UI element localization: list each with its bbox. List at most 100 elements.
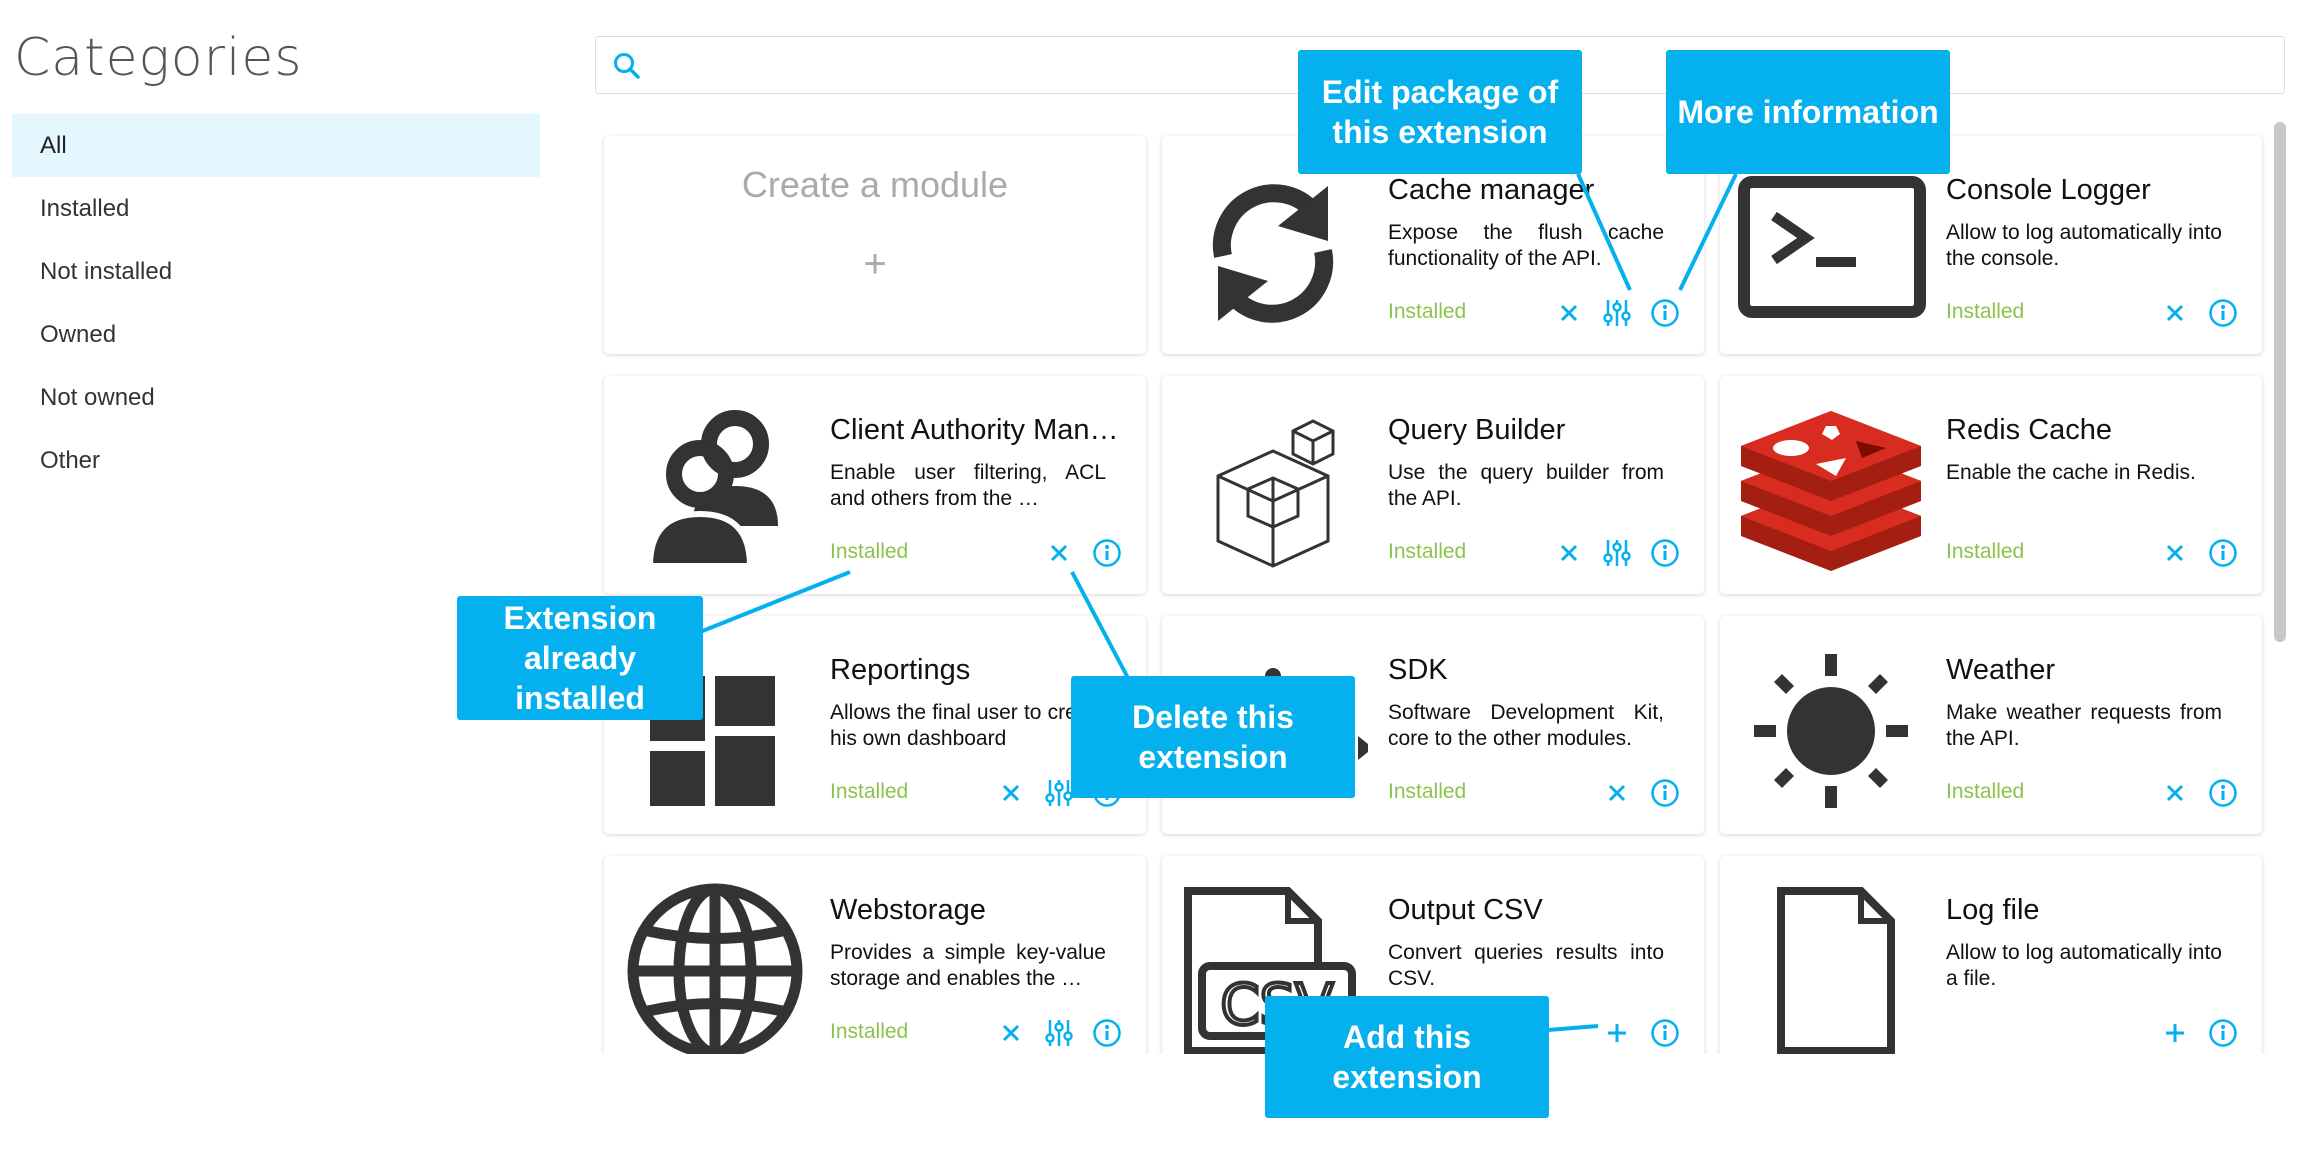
delete-button[interactable] xyxy=(2158,536,2192,570)
extension-card: Webstorage Provides a simple key-value s… xyxy=(604,856,1146,1054)
close-icon xyxy=(2166,304,2184,322)
category-list: All Installed Not installed Owned Not ow… xyxy=(12,114,540,492)
cubes-icon xyxy=(1216,419,1335,568)
file-icon xyxy=(1777,887,1895,1054)
extension-description: Enable the cache in Redis. xyxy=(1946,461,2196,484)
close-icon xyxy=(1002,784,1020,802)
callout-add: Add this extension xyxy=(1265,996,1549,1118)
extension-card: Client Authority Man… Enable user filter… xyxy=(604,376,1146,594)
info-button[interactable] xyxy=(2206,296,2240,330)
page-footer-space xyxy=(0,1054,2300,1166)
categories-title: Categories xyxy=(14,28,303,88)
extension-description: Allow to log automatically into a file. xyxy=(1946,941,2222,990)
sliders-icon xyxy=(1603,300,1631,326)
close-icon xyxy=(2166,784,2184,802)
installed-status: Installed xyxy=(830,780,909,803)
info-icon xyxy=(1093,1019,1121,1047)
edit-package-button[interactable] xyxy=(1042,776,1076,810)
info-button[interactable] xyxy=(1648,536,1682,570)
delete-button[interactable] xyxy=(1042,536,1076,570)
installed-status: Installed xyxy=(1388,300,1467,323)
category-all[interactable]: All xyxy=(12,114,540,177)
info-icon xyxy=(2209,539,2237,567)
category-other[interactable]: Other xyxy=(40,447,101,474)
installed-status: Installed xyxy=(1388,780,1467,803)
callout-already-installed: Extension already installed xyxy=(457,596,703,720)
callout-delete: Delete this extension xyxy=(1071,676,1355,798)
extension-description: Convert queries results into CSV. xyxy=(1388,941,1664,990)
delete-button[interactable] xyxy=(1552,296,1586,330)
plus-icon xyxy=(1608,1024,1626,1042)
edit-package-button[interactable] xyxy=(1600,536,1634,570)
extension-card: Cache manager Expose the flush cache fun… xyxy=(1162,136,1704,354)
info-button[interactable] xyxy=(2206,1016,2240,1050)
extension-description: Allows the final user to create his own … xyxy=(830,701,1106,750)
info-icon xyxy=(2209,1019,2237,1047)
callout-more-information: More information xyxy=(1666,50,1950,174)
delete-button[interactable] xyxy=(2158,776,2192,810)
sliders-icon xyxy=(1045,780,1073,806)
sliders-icon xyxy=(1045,1020,1073,1046)
extension-description: Allow to log automatically into the cons… xyxy=(1946,221,2222,270)
info-button[interactable] xyxy=(2206,536,2240,570)
create-module-title: Create a module xyxy=(741,163,1009,205)
installed-status: Installed xyxy=(1388,540,1467,563)
info-button[interactable] xyxy=(1648,776,1682,810)
info-icon xyxy=(2209,299,2237,327)
close-icon xyxy=(1560,544,1578,562)
extension-description: Use the query builder from the API. xyxy=(1388,461,1664,510)
info-icon xyxy=(1651,539,1679,567)
delete-button[interactable] xyxy=(1552,536,1586,570)
extension-description: Software Development Kit, core to the ot… xyxy=(1388,701,1664,750)
edit-package-button[interactable] xyxy=(1600,296,1634,330)
info-icon xyxy=(1093,539,1121,567)
info-icon xyxy=(1651,299,1679,327)
extension-description: Provides a simple key-value storage and … xyxy=(830,941,1106,990)
delete-button[interactable] xyxy=(1600,776,1634,810)
extension-card: Redis Cache Enable the cache in Redis. I… xyxy=(1720,376,2262,594)
extension-card: Log file Allow to log automatically into… xyxy=(1720,856,2262,1054)
close-icon xyxy=(1050,544,1068,562)
info-button[interactable] xyxy=(1090,536,1124,570)
installed-status: Installed xyxy=(830,540,909,563)
installed-status: Installed xyxy=(1946,300,2025,323)
info-button[interactable] xyxy=(2206,776,2240,810)
search-icon xyxy=(614,53,640,79)
info-icon xyxy=(2209,779,2237,807)
delete-button[interactable] xyxy=(994,776,1028,810)
edit-package-button[interactable] xyxy=(1042,1016,1076,1050)
delete-button[interactable] xyxy=(2158,296,2192,330)
extension-card: Reportings Allows the final user to crea… xyxy=(604,616,1146,834)
redis-icon xyxy=(1741,411,1921,571)
info-button[interactable] xyxy=(1648,296,1682,330)
category-not-owned[interactable]: Not owned xyxy=(40,384,155,411)
close-icon xyxy=(1002,1024,1020,1042)
extension-description: Enable user filtering, ACL and others fr… xyxy=(830,461,1106,510)
category-not-installed[interactable]: Not installed xyxy=(40,258,173,285)
close-icon xyxy=(2166,544,2184,562)
add-button[interactable] xyxy=(1600,1016,1634,1050)
callout-edit-package: Edit package of this extension xyxy=(1298,50,1582,174)
sun-icon xyxy=(1754,654,1908,808)
users-icon xyxy=(646,410,778,569)
terminal-icon xyxy=(1738,176,1926,318)
category-owned[interactable]: Owned xyxy=(40,321,117,348)
info-button[interactable] xyxy=(1648,1016,1682,1050)
close-icon xyxy=(1560,304,1578,322)
plus-icon xyxy=(2166,1024,2184,1042)
info-icon xyxy=(1651,779,1679,807)
plus-icon: + xyxy=(863,241,887,286)
globe-icon xyxy=(627,883,803,1054)
info-icon xyxy=(1651,1019,1679,1047)
installed-status: Installed xyxy=(830,1020,909,1043)
close-icon xyxy=(1608,784,1626,802)
scrollbar[interactable] xyxy=(2274,122,2286,642)
category-installed[interactable]: Installed xyxy=(40,195,130,222)
extension-description: Expose the flush cache functionality of … xyxy=(1388,221,1664,270)
extension-card: Query Builder Use the query builder from… xyxy=(1162,376,1704,594)
info-button[interactable] xyxy=(1090,1016,1124,1050)
delete-button[interactable] xyxy=(994,1016,1028,1050)
add-button[interactable] xyxy=(2158,1016,2192,1050)
create-module-card[interactable]: Create a module + xyxy=(604,136,1146,354)
